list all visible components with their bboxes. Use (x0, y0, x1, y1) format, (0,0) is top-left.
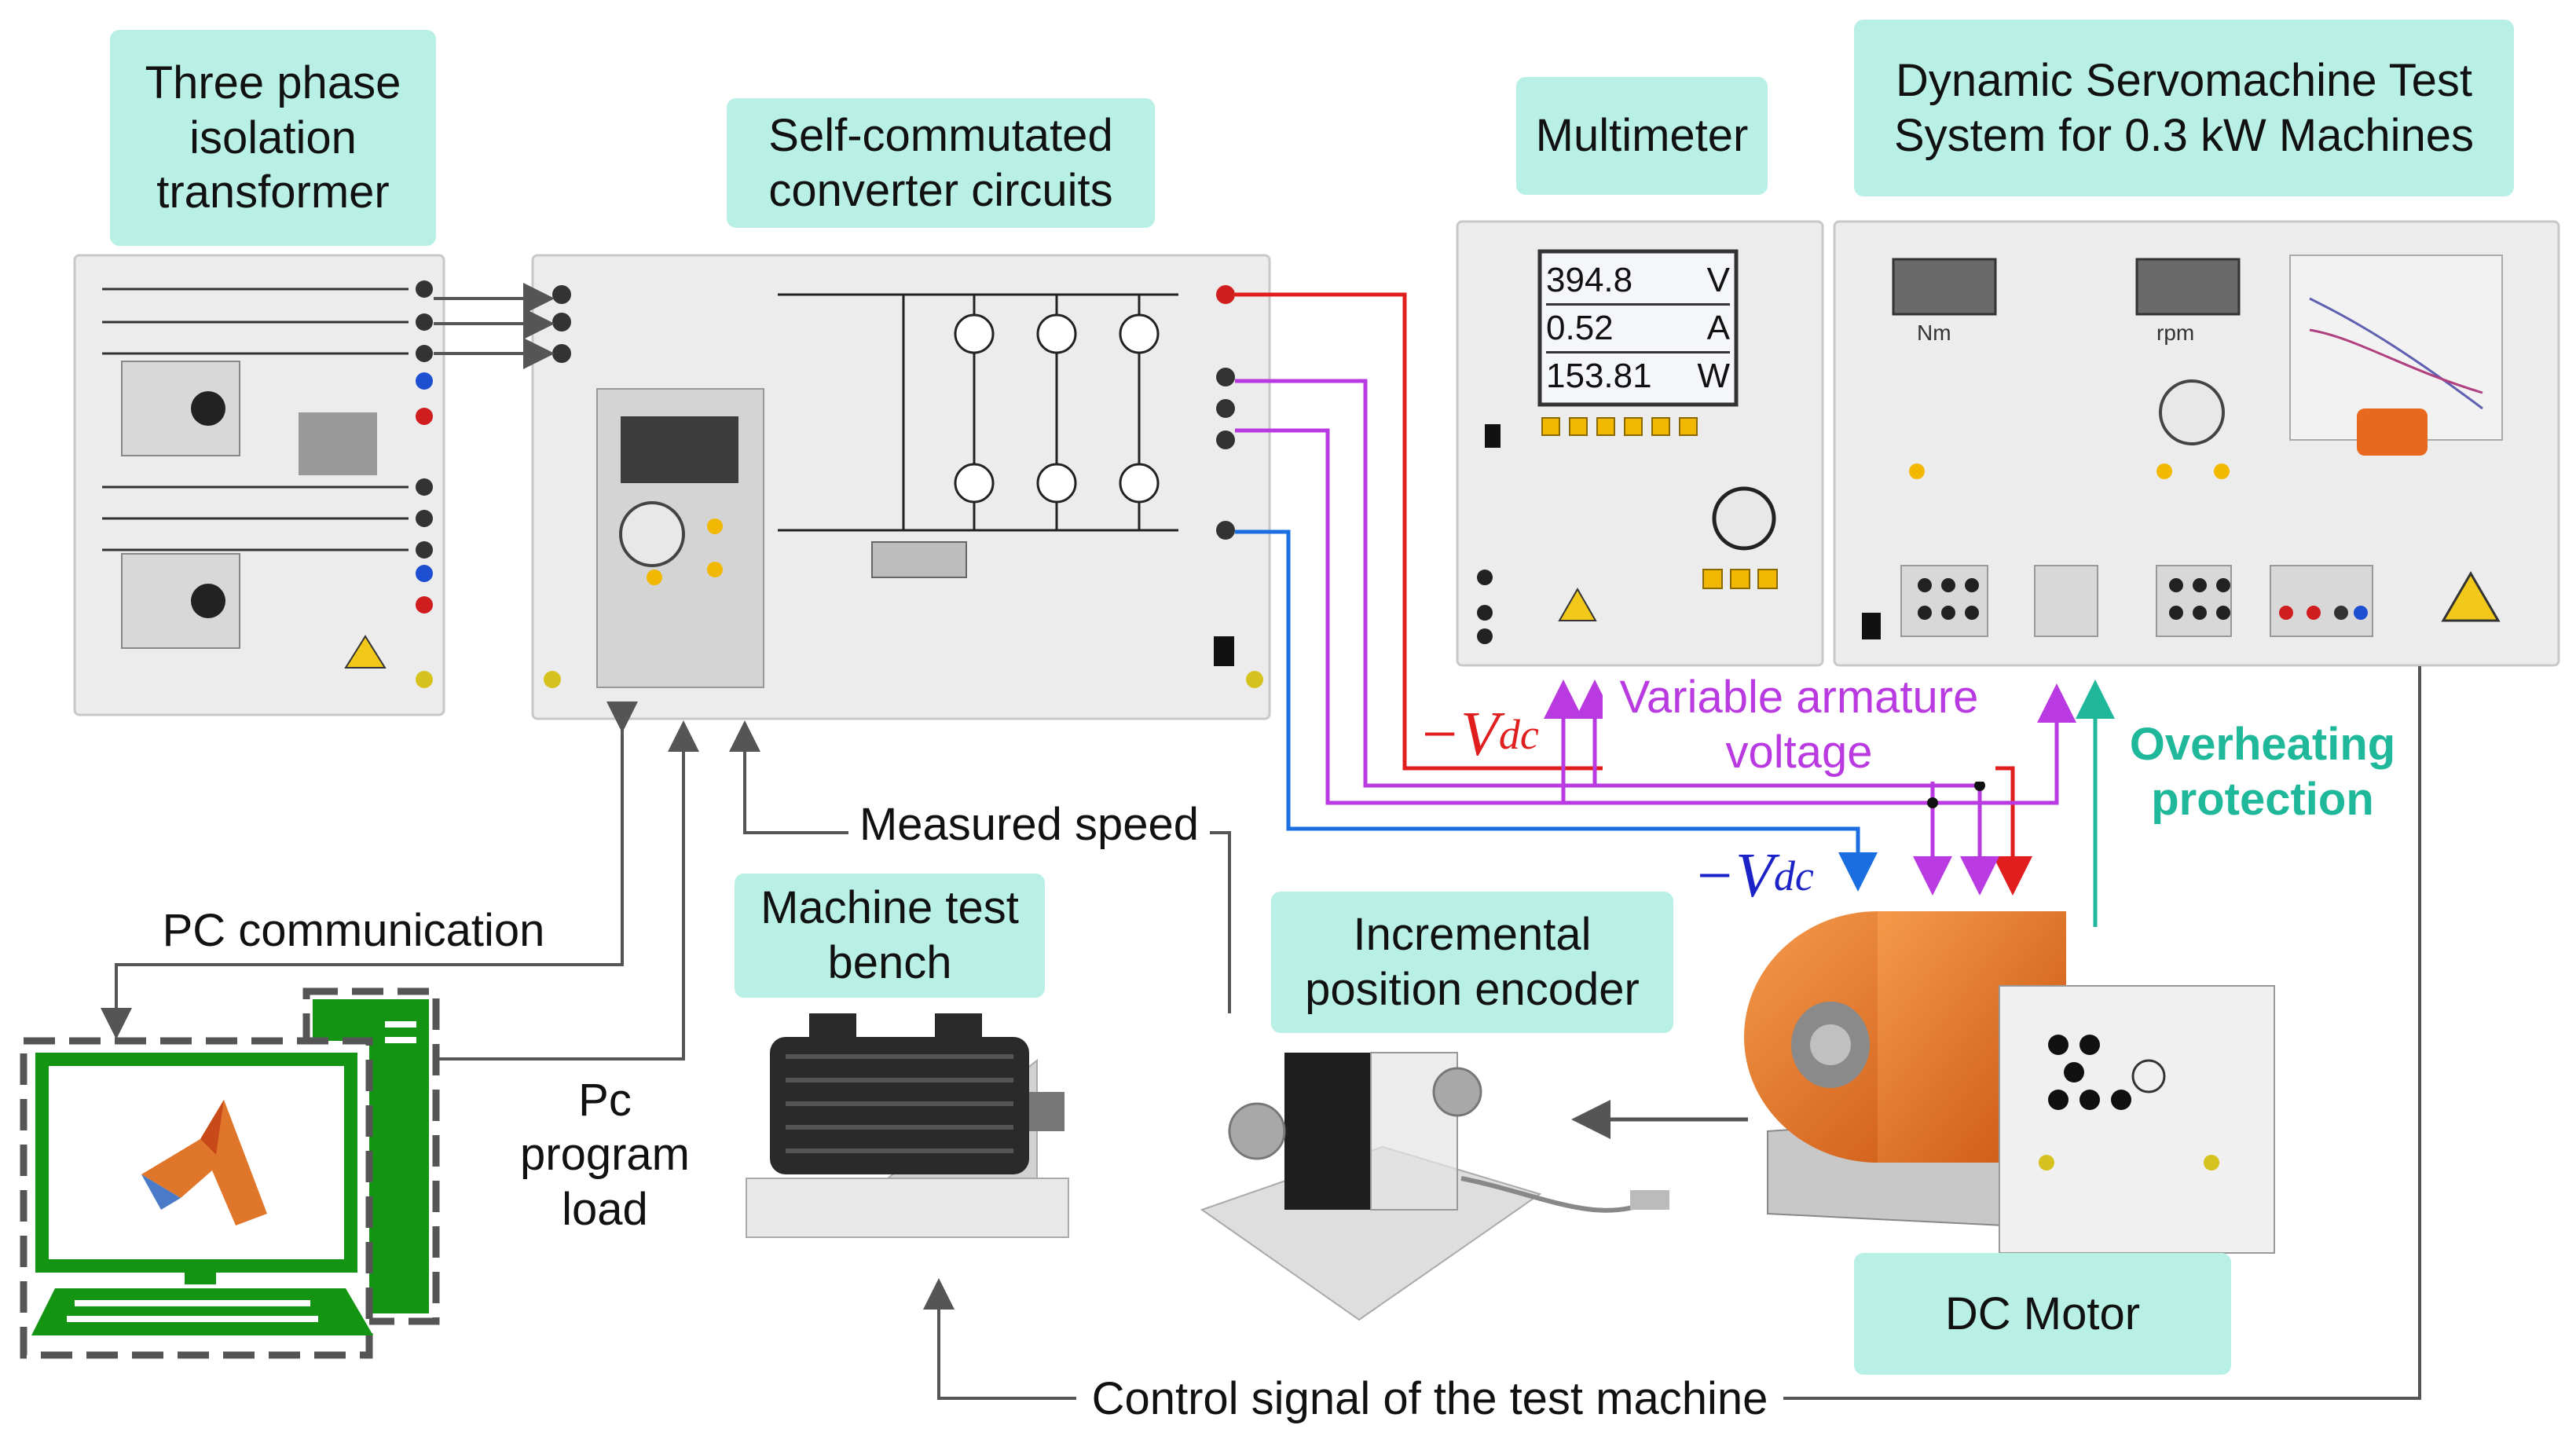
pc-communication-line (101, 727, 624, 1039)
servo-system-panel (1833, 220, 2560, 667)
dc-motor-label: DC Motor (1854, 1253, 2231, 1375)
knob-icon (2159, 379, 2225, 445)
matlab-logo-icon (141, 1100, 267, 1225)
voltage-value: 394.8 (1546, 261, 1633, 299)
power-unit: W (1697, 357, 1730, 395)
speed-unit-label: rpm (2156, 321, 2195, 345)
servomachine-test-system-label: Dynamic Servomachine Test System for 0.3… (1854, 20, 2514, 196)
variable-armature-voltage-label: Variable armature voltage (1603, 668, 1995, 782)
warning-icon (1558, 587, 1597, 621)
current-value: 0.52 (1546, 309, 1614, 347)
warning-icon (344, 635, 387, 669)
current-unit: A (1706, 309, 1730, 347)
knob-icon (619, 501, 685, 567)
voltage-unit: V (1706, 261, 1730, 299)
multimeter-readout: 394.8 V 0.52 A 153.81 W (1546, 258, 1730, 399)
multimeter-panel (1456, 220, 1824, 667)
knob-icon (1712, 486, 1776, 551)
desktop-computer-icon[interactable] (20, 987, 440, 1359)
converter-panel (531, 254, 1271, 720)
wire-junctions (1927, 780, 1985, 808)
blue-neg-vdc-wire (1235, 529, 1878, 892)
transformer-panel (73, 254, 445, 716)
overheating-protection-label: Overheating protection (2129, 718, 2396, 825)
pc-program-load-line (434, 720, 699, 1061)
dc-motor-image (1744, 911, 2275, 1254)
pc-communication-label: PC communication (162, 905, 545, 957)
red-neg-vdc-wire (1235, 292, 2032, 896)
machine-test-bench-label: Machine test bench (735, 874, 1045, 998)
pc-program-load-label: Pc program load (520, 1074, 690, 1235)
warning-icon (2441, 571, 2501, 622)
isolation-transformer-label: Three phase isolation transformer (110, 30, 436, 246)
three-phase-wires (434, 283, 555, 369)
multimeter-label: Multimeter (1516, 77, 1768, 195)
converter-circuits-label: Self-commutated converter circuits (727, 98, 1155, 228)
position-encoder-label: Incremental position encoder (1271, 892, 1673, 1033)
multimeter-display (1537, 249, 1739, 407)
machine-test-bench-image (746, 1013, 1069, 1238)
incremental-encoder-image (1200, 1052, 1669, 1321)
power-value: 153.81 (1546, 357, 1652, 395)
control-signal-label: Control signal of the test machine (1076, 1371, 1783, 1427)
torque-unit-label: Nm (1917, 321, 1951, 345)
measured-speed-label: Measured speed (848, 793, 1210, 856)
